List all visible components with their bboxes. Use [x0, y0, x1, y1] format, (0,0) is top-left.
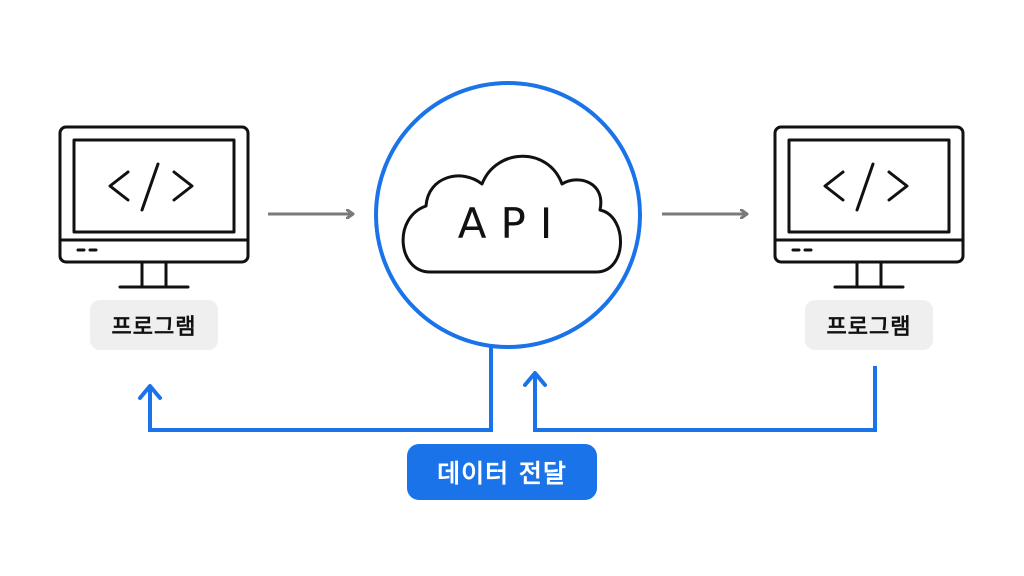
arrowhead-left-program	[138, 384, 162, 400]
data-transfer-badge: 데이터 전달	[407, 444, 597, 500]
right-program-label: 프로그램	[805, 300, 933, 350]
code-brackets-icon	[823, 170, 845, 202]
arrowhead-api	[523, 371, 547, 387]
left-monitor-icon	[58, 125, 250, 289]
data-flow-line-to-left	[148, 347, 493, 432]
api-circle	[374, 81, 642, 349]
code-brackets-icon	[108, 170, 130, 202]
cloud-icon	[401, 154, 622, 274]
left-program-label: 프로그램	[90, 300, 218, 350]
data-flow-line-from-right	[533, 366, 877, 432]
right-monitor-icon	[773, 125, 965, 289]
api-label: API	[458, 199, 566, 248]
